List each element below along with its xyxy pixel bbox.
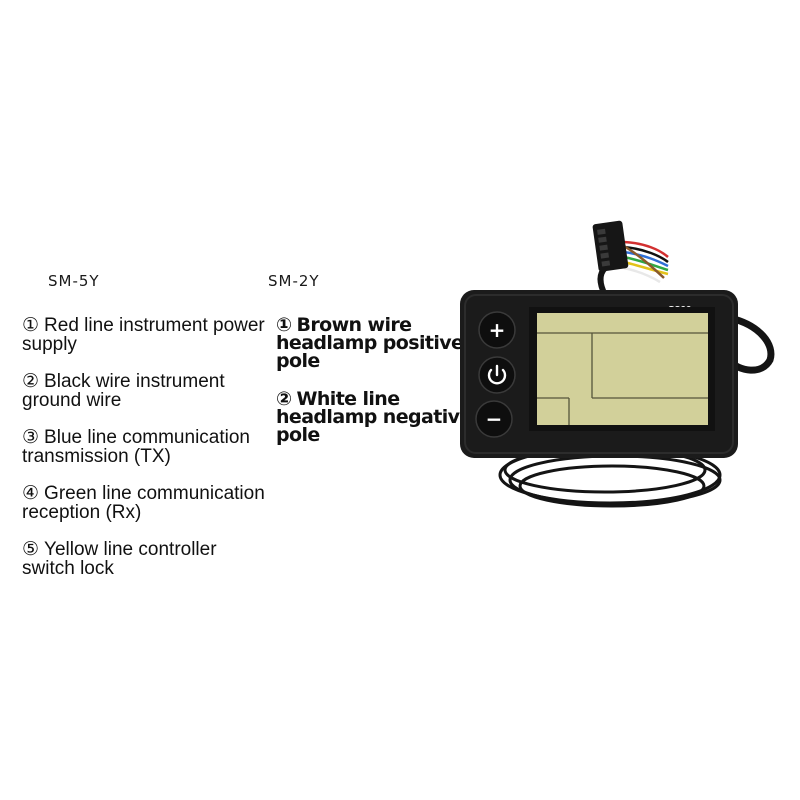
plus-button[interactable]: +	[478, 311, 516, 349]
power-icon	[487, 364, 507, 385]
item-text: Green line communication reception (Rx)	[22, 483, 265, 523]
wire-brown	[623, 244, 665, 279]
item-number: ①	[22, 315, 40, 336]
minus-icon: −	[486, 407, 503, 431]
item-number: ③	[22, 427, 40, 448]
item-number: ⑤	[22, 539, 40, 560]
item-number: ①	[276, 314, 292, 336]
wire-white	[623, 266, 661, 284]
wire-red	[623, 240, 669, 258]
minus-button[interactable]: −	[475, 400, 513, 438]
power-button[interactable]	[478, 356, 516, 394]
lcd-panel	[537, 313, 708, 425]
sm-2y-title: SM-2Y	[268, 272, 320, 290]
plus-icon: +	[489, 318, 506, 342]
item-text: Yellow line controller switch lock	[22, 539, 217, 579]
item-text: Black wire instrument ground wire	[22, 371, 225, 411]
connector-plug	[592, 220, 629, 272]
item-text: Brown wire headlamp positive pole	[276, 314, 464, 372]
item-number: ②	[22, 371, 40, 392]
display-bezel	[464, 294, 734, 454]
sm-5y-title: SM-5Y	[48, 272, 100, 290]
item-text: Red line instrument power supply	[22, 315, 265, 355]
item-number: ②	[276, 388, 292, 410]
lcd-display-device: S866 + −	[460, 220, 775, 508]
wire-black	[623, 245, 669, 264]
item-number: ④	[22, 483, 40, 504]
wire-blue	[623, 250, 669, 268]
lcd-segment-lines	[537, 332, 708, 425]
item-text: White line headlamp negative pole	[276, 388, 472, 446]
item-text: Blue line communication transmission (TX…	[22, 427, 250, 467]
cable-tail	[725, 314, 775, 374]
